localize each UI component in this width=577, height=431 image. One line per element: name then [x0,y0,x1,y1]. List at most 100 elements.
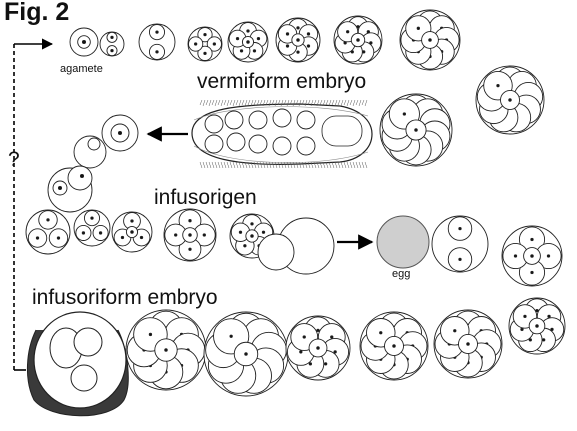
cell-nucleus [542,338,546,342]
cell-nucleus [193,42,198,46]
label-egg: egg [392,268,411,280]
cell-nucleus [285,44,290,48]
cell-nucleus [130,219,134,223]
cell-nucleus [428,38,432,42]
cell [87,137,101,151]
cell-nucleus [453,329,457,333]
cell-nucleus [316,328,320,333]
cell-nucleus [308,362,313,366]
cell-nucleus [188,247,192,251]
cell-nucleus [155,50,159,54]
cell-nucleus [513,254,518,258]
infusoriform-embryo-drawing [26,311,129,417]
cell [272,108,292,128]
cell-nucleus [203,33,207,37]
cell-nucleus [530,237,534,242]
cell-nucleus [90,216,94,220]
cell-nucleus [535,308,539,313]
cell-nucleus [535,324,539,328]
cell-nucleus [550,327,554,332]
cell-clusters [25,9,566,397]
cell-nucleus [285,32,290,36]
cell-nucleus [416,26,420,30]
cell-nucleus [414,128,418,132]
cell-nucleus [333,350,337,354]
cell-nucleus [330,335,334,339]
cell [272,136,292,156]
cell-nucleus [520,327,524,332]
cell-nucleus [188,233,192,237]
cell [187,26,223,62]
cell-nucleus [79,173,85,179]
cell-nucleus [188,219,192,223]
cell [67,165,93,191]
cell-nucleus [203,51,207,55]
cell [296,136,316,156]
cell-nucleus [252,49,257,53]
cell-nucleus [296,50,300,54]
cell-nucleus [212,42,217,46]
cell-nucleus [110,48,114,53]
cell-nucleus [547,314,551,319]
cell-nucleus [302,335,306,339]
cell-nucleus [155,30,159,34]
cell-nucleus [174,233,178,237]
cell-nucleus [148,332,153,337]
cell-nucleus [229,334,233,338]
cell-nucleus [81,39,87,45]
cell-nucleus [235,36,240,41]
cell-nucleus [296,26,300,30]
cell-nucleus [530,254,534,258]
label-vermiform-embryo: vermiform embryo [197,70,367,93]
cell-nucleus [238,230,243,234]
label-infusoriform-embryo: infusoriform embryo [32,286,218,309]
cell [204,114,224,134]
figure-title: Fig. 2 [4,0,70,26]
cell-nucleus [110,35,114,40]
cell-nucleus [239,49,244,53]
cell-nucleus [56,236,61,240]
cell-nucleus [81,231,86,235]
cell-nucleus [57,185,63,191]
cell-nucleus [306,32,311,36]
cell-nucleus [362,50,366,54]
cell-nucleus [296,38,300,42]
cell [248,110,268,130]
cell-nucleus [243,244,247,248]
cell-nucleus [164,348,168,352]
cell-nucleus [392,344,396,348]
cell [224,110,244,130]
cell-nucleus [139,235,144,240]
question-mark: ? [8,148,20,171]
cell-nucleus [323,362,328,366]
cell-nucleus [261,230,266,234]
cell [248,134,268,154]
cell-nucleus [316,346,320,350]
cell-nucleus [458,226,462,231]
cell-nucleus [244,352,248,356]
cell-nucleus [496,84,500,88]
cell-nucleus [346,30,350,34]
label-infusorigen: infusorigen [154,186,257,209]
cell-nucleus [530,270,534,275]
cell [138,23,176,61]
cell-nucleus [523,314,527,319]
cell-nucleus [202,233,206,237]
cell-nucleus [250,222,254,226]
cell [226,132,246,152]
cell [296,110,316,130]
cell-nucleus [546,254,551,258]
cell-nucleus [246,29,250,33]
cell-nucleus [256,36,261,41]
cell [204,134,224,154]
cell-nucleus [508,98,512,102]
cell-nucleus [35,236,40,240]
cell-nucleus [246,40,250,44]
cell-nucleus [369,41,373,45]
cell-nucleus [117,130,123,136]
cell-nucleus [458,257,462,262]
cell-nucleus [402,112,407,116]
cell [431,215,489,273]
